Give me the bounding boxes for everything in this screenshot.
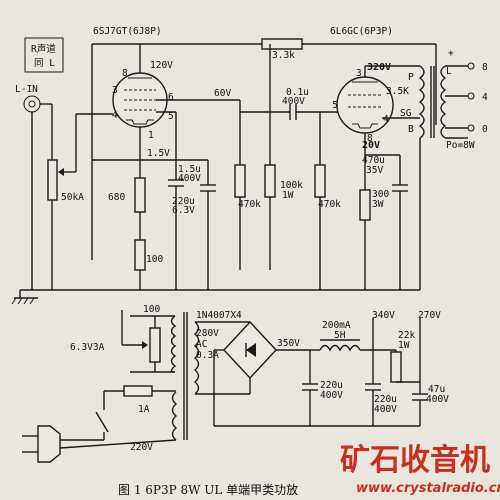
svg-text:200mA: 200mA bbox=[322, 320, 351, 331]
svg-text:1W: 1W bbox=[398, 340, 410, 351]
filter-cap1-uf: 220u bbox=[320, 380, 343, 391]
b-plus-270: 270V bbox=[418, 310, 441, 321]
svg-text:AC: AC bbox=[196, 339, 207, 350]
svg-text:100k: 100k bbox=[280, 180, 303, 191]
v2-plate-voltage: 320V bbox=[367, 62, 391, 73]
resistor-100 bbox=[134, 239, 146, 271]
feedback-resistor bbox=[261, 38, 303, 50]
svg-text:470k: 470k bbox=[318, 199, 341, 210]
svg-text:300: 300 bbox=[372, 189, 389, 200]
svg-text:220u: 220u bbox=[172, 196, 195, 207]
bridge-rectifier bbox=[223, 320, 277, 380]
svg-text:0: 0 bbox=[482, 124, 488, 135]
svg-text:400V: 400V bbox=[374, 404, 397, 415]
svg-text:6: 6 bbox=[168, 92, 174, 103]
svg-text:5H: 5H bbox=[334, 330, 346, 341]
volume-pot bbox=[47, 159, 58, 201]
cap-cathode2-uf: 470u bbox=[362, 155, 385, 166]
svg-text:5: 5 bbox=[332, 100, 338, 111]
channel-note-box bbox=[24, 37, 64, 73]
svg-text:www.crystalradio.cn: www.crystalradio.cn bbox=[356, 481, 500, 496]
resistor-300 bbox=[359, 189, 371, 221]
svg-text:35V: 35V bbox=[366, 165, 383, 176]
svg-text:400V: 400V bbox=[426, 394, 449, 405]
v1-screen-voltage: 60V bbox=[214, 88, 231, 99]
power-switch bbox=[95, 411, 109, 433]
svg-text:22k: 22k bbox=[398, 330, 415, 341]
svg-text:矿石收音机: 矿石收音机 bbox=[340, 443, 490, 478]
ground-symbol bbox=[11, 290, 38, 305]
svg-text:5: 5 bbox=[168, 111, 174, 122]
svg-text:3: 3 bbox=[356, 68, 362, 79]
coupling-cap-uf: 0.1u bbox=[286, 87, 309, 98]
output-transformer bbox=[418, 65, 447, 139]
output-terminal-8 bbox=[467, 62, 475, 70]
primary-impedance: 3.5K bbox=[386, 86, 409, 97]
heater-balance-pot bbox=[149, 327, 161, 363]
svg-text:100: 100 bbox=[143, 304, 160, 315]
output-terminal-4 bbox=[467, 92, 475, 100]
svg-text:8: 8 bbox=[482, 62, 488, 73]
watermark-logo: 矿石收音机 www.crystalradio.cn bbox=[340, 443, 500, 496]
svg-text:8: 8 bbox=[122, 68, 128, 79]
svg-text:1A: 1A bbox=[138, 404, 150, 415]
mains-voltage: 220V bbox=[130, 442, 153, 453]
filter-choke bbox=[319, 344, 361, 352]
v1-plate-voltage: 120V bbox=[150, 60, 173, 71]
svg-text:470k: 470k bbox=[238, 199, 261, 210]
rectified-voltage: 350V bbox=[277, 338, 300, 349]
svg-text:8: 8 bbox=[367, 133, 373, 144]
mains-plug bbox=[22, 425, 61, 463]
input-label: L-IN bbox=[15, 84, 38, 95]
output-plus-label: + bbox=[448, 48, 454, 59]
figure-caption: 图 1 6P3P 8W UL 单端甲类功放 bbox=[118, 482, 298, 497]
svg-text:0.3A: 0.3A bbox=[196, 350, 219, 361]
output-power-label: Po=8W bbox=[446, 140, 475, 151]
resistor-100k-plate bbox=[264, 164, 276, 198]
svg-text:3W: 3W bbox=[372, 199, 384, 210]
output-L-label: L bbox=[446, 66, 452, 77]
svg-text:4: 4 bbox=[482, 92, 488, 103]
svg-text:4: 4 bbox=[112, 110, 118, 121]
fuse bbox=[123, 385, 153, 397]
resistor-680 bbox=[134, 177, 146, 213]
input-jack bbox=[23, 95, 41, 113]
svg-text:680: 680 bbox=[108, 192, 125, 203]
svg-text:3: 3 bbox=[112, 85, 118, 96]
svg-text:1: 1 bbox=[148, 130, 154, 141]
tube1-label: 6SJ7GT(6J8P) bbox=[93, 26, 162, 37]
heater-voltage-label: 6.3V3A bbox=[70, 342, 105, 353]
tube2-label: 6L6GC(6P3P) bbox=[330, 26, 393, 37]
svg-text:1W: 1W bbox=[282, 190, 294, 201]
v2-cathode-voltage: 20V bbox=[362, 140, 380, 151]
volume-pot-label: 50kA bbox=[61, 192, 84, 203]
v1-cathode-voltage: 1.5V bbox=[147, 148, 170, 159]
resistor-22k bbox=[390, 351, 402, 383]
svg-text:400V: 400V bbox=[178, 173, 201, 184]
channel-note-line2: 同 L bbox=[34, 58, 55, 69]
svg-text:B: B bbox=[408, 124, 414, 135]
channel-note-line1: R声道 bbox=[31, 43, 56, 55]
svg-text:6.3V: 6.3V bbox=[172, 205, 195, 216]
power-transformer bbox=[171, 312, 200, 441]
secondary-voltage: 280V bbox=[196, 328, 219, 339]
svg-text:400V: 400V bbox=[282, 96, 305, 107]
cap-cathode1-uf: 1.5u bbox=[178, 164, 201, 175]
resistor-470k-screen bbox=[234, 164, 246, 198]
filter-cap2-uf: 220u bbox=[374, 394, 397, 405]
resistor-470k-grid bbox=[314, 164, 326, 198]
output-terminal-0 bbox=[467, 124, 475, 132]
rectifier-label: 1N4007X4 bbox=[196, 310, 242, 321]
filter-cap3-uf: 47u bbox=[428, 384, 445, 395]
svg-text:SG: SG bbox=[400, 108, 412, 119]
svg-text:4: 4 bbox=[383, 114, 389, 125]
svg-text:400V: 400V bbox=[320, 390, 343, 401]
svg-text:P: P bbox=[408, 72, 414, 83]
feedback-resistor-label: 3.3k bbox=[272, 50, 295, 61]
svg-text:100: 100 bbox=[146, 254, 163, 265]
b-plus-340: 340V bbox=[372, 310, 395, 321]
